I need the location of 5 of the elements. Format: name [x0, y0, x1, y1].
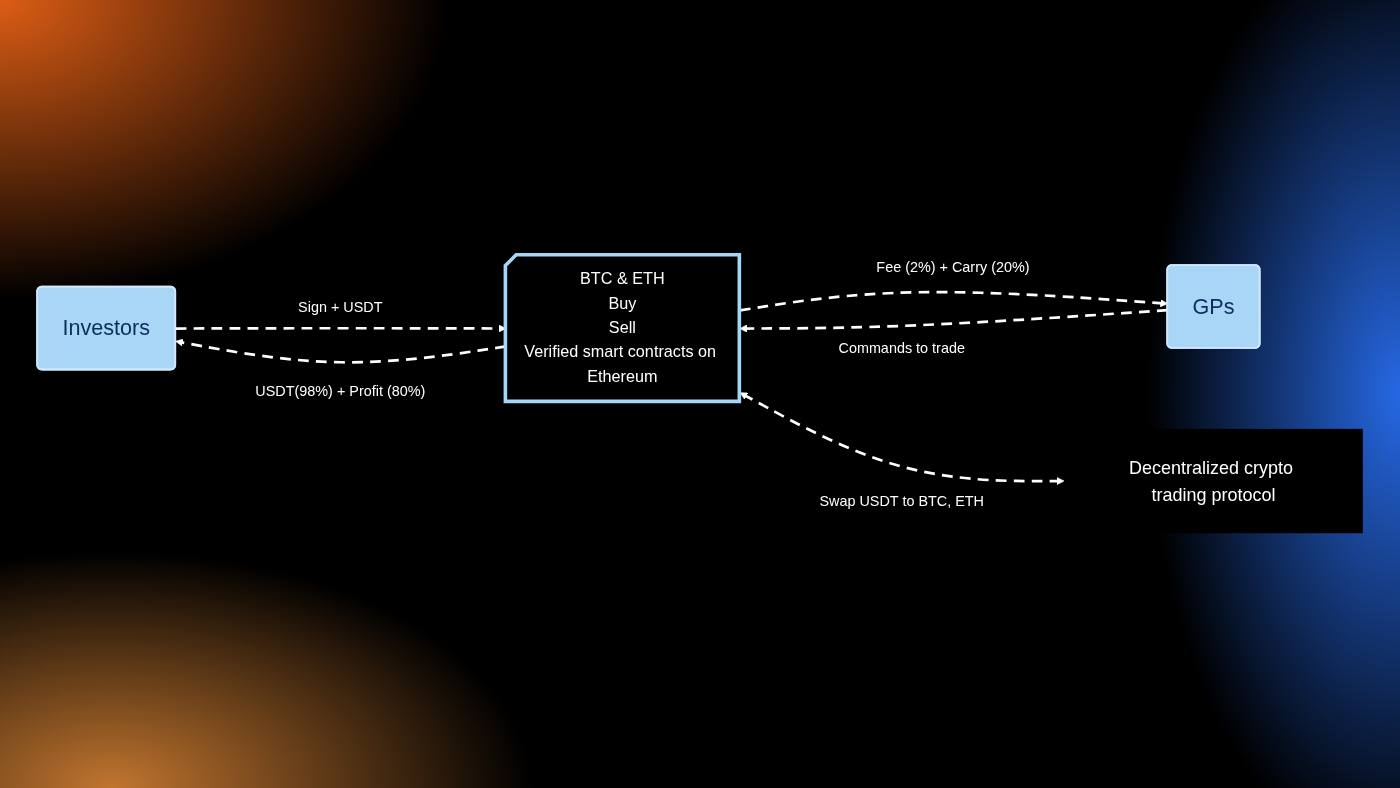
- edge-label: Commands to trade: [838, 340, 965, 356]
- edge-label: USDT(98%) + Profit (80%): [255, 383, 426, 400]
- edge-label: Fee (2%) + Carry (20%): [876, 259, 1030, 276]
- edge-label: Swap USDT to BTC, ETH: [819, 493, 984, 509]
- edge-label: Sign + USDT: [298, 299, 383, 315]
